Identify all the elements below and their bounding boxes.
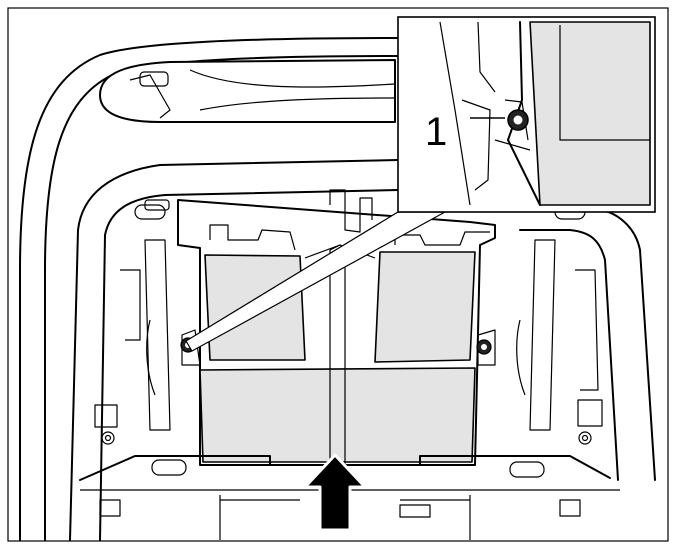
left-side-details xyxy=(94,199,201,445)
right-panel xyxy=(374,251,476,363)
right-side-details xyxy=(477,204,603,445)
lower-panel xyxy=(199,367,476,463)
figure-frame xyxy=(7,7,669,542)
front-console xyxy=(99,59,396,123)
screw-icon xyxy=(476,339,492,355)
callout-label: 1 xyxy=(425,110,447,154)
arrow-up-icon xyxy=(303,453,367,532)
detail-inset: 1 xyxy=(397,16,656,213)
roof-opening xyxy=(69,159,656,541)
